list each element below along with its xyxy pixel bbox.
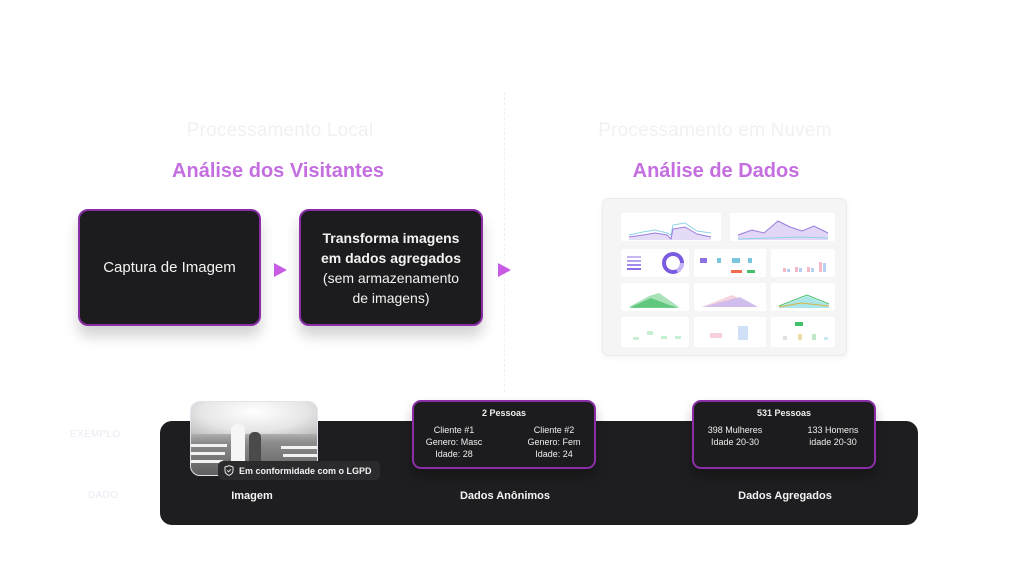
- image-capture-step: Captura de Imagem: [78, 209, 261, 326]
- box-plot-icon: [633, 331, 681, 340]
- client-2-age: Idade: 24: [535, 449, 573, 459]
- donut-chart-icon: [627, 252, 684, 274]
- lgpd-compliance-badge: Em conformidade com o LGPD: [218, 461, 380, 480]
- men-age: idade 20-30: [809, 437, 857, 447]
- area-chart-icon: [629, 293, 679, 308]
- area-chart-icon: [778, 294, 830, 308]
- line-chart-icon: [628, 222, 712, 241]
- transform-step: Transforma imagens em dados agregados (s…: [299, 209, 483, 326]
- men-info: 133 Homens idade 20-30: [800, 424, 866, 448]
- data-analysis-title: Análise de Dados: [632, 160, 800, 182]
- dash-line-chart-2: [730, 213, 835, 241]
- transform-line-4: de imagens): [352, 289, 430, 306]
- example-side-label: EXEMPLO: [70, 429, 121, 440]
- aggregated-card-title: 531 Pessoas: [756, 408, 812, 418]
- dash-area-green: [621, 283, 689, 311]
- dash-area-multi: [771, 283, 835, 311]
- dash-box-pink-blue: [694, 317, 766, 347]
- image-label: Imagem: [231, 490, 273, 502]
- transform-line-3: (sem armazenamento: [322, 269, 460, 286]
- section-divider: [504, 92, 505, 392]
- dash-kpi-card: [694, 249, 766, 277]
- women-age: Idade 20-30: [710, 437, 760, 447]
- client-1-info: Cliente #1 Genero: Masc Idade: 28: [424, 424, 484, 460]
- client-1-gender: Genero: Masc: [425, 437, 483, 447]
- anonymous-card-title: 2 Pessoas: [481, 408, 527, 418]
- client-2-info: Cliente #2 Genero: Fem Idade: 24: [524, 424, 584, 460]
- anonymous-data-card: 2 Pessoas Cliente #1 Genero: Masc Idade:…: [412, 400, 596, 469]
- bar-chart-icon: [783, 262, 826, 272]
- area-chart-icon: [737, 220, 829, 240]
- client-2-gender: Genero: Fem: [527, 437, 581, 447]
- anonymous-data-label: Dados Anônimos: [459, 490, 551, 502]
- shield-check-icon: [224, 465, 234, 476]
- dashboard-thumbnail: [602, 198, 847, 356]
- arrow-right-icon: [274, 263, 287, 277]
- client-1-id: Cliente #1: [433, 425, 475, 435]
- cloud-processing-heading: Processamento em Nuvem: [598, 120, 832, 141]
- aggregated-data-card: 531 Pessoas 398 Mulheres Idade 20-30 133…: [692, 400, 876, 469]
- women-count: 398 Mulheres: [707, 425, 763, 435]
- client-1-age: Idade: 28: [435, 449, 473, 459]
- client-2-id: Cliente #2: [533, 425, 575, 435]
- kpi-icon: [700, 258, 755, 273]
- box-plot-icon: [710, 326, 748, 340]
- visitor-analysis-title: Análise dos Visitantes: [172, 160, 384, 182]
- local-processing-heading: Processamento Local: [186, 120, 374, 141]
- aggregated-data-label: Dados Agregados: [738, 490, 832, 502]
- men-count: 133 Homens: [807, 425, 859, 435]
- dash-box-green: [621, 317, 689, 347]
- women-info: 398 Mulheres Idade 20-30: [702, 424, 768, 448]
- transform-line-2: em dados agregados: [320, 249, 462, 266]
- transform-line-1: Transforma imagens: [322, 229, 460, 246]
- lgpd-badge-text: Em conformidade com o LGPD: [239, 465, 372, 476]
- arrow-right-icon: [498, 263, 511, 277]
- image-capture-label: Captura de Imagem: [103, 258, 236, 276]
- dash-donut-card: [621, 249, 689, 277]
- dash-line-chart-1: [621, 213, 721, 241]
- dash-area-pink-blue: [694, 283, 766, 311]
- data-side-label: DADO: [88, 490, 119, 501]
- box-plot-icon: [783, 322, 828, 340]
- area-chart-icon: [702, 295, 758, 307]
- dash-bar-card-1: [771, 249, 835, 277]
- dash-box-multi: [771, 317, 835, 347]
